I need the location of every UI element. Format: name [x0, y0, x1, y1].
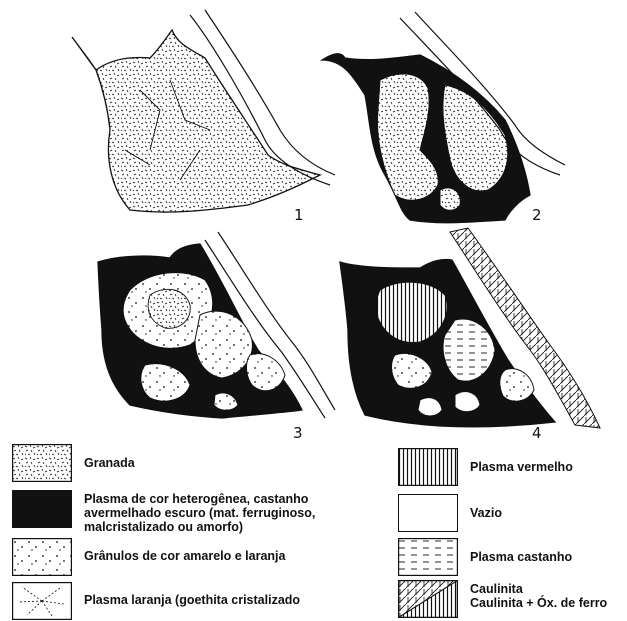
legend-label-vazio: Vazio	[470, 506, 502, 520]
legend-label-plasma-heterogeneo: Plasma de cor heterogênea, castanho aver…	[84, 492, 315, 534]
legend-label-granada: Granada	[84, 456, 135, 470]
plasma-heterogeneo-swatch	[12, 490, 72, 528]
legend-label-plasma-laranja: Plasma laranja (goethita cristalizado	[84, 593, 300, 607]
legend-label-plasma-castanho: Plasma castanho	[470, 550, 572, 564]
panel-number-1: 1	[294, 206, 304, 224]
legend-caulinita: Caulinita Caulinita + Óx. de ferro	[398, 580, 607, 618]
panel-4: 4	[340, 228, 600, 442]
plasma-laranja-swatch	[12, 582, 72, 620]
granada-swatch	[12, 444, 72, 482]
legend-label-caulinita-ox: Caulinita + Óx. de ferro	[470, 596, 607, 610]
panel-number-3: 3	[293, 424, 303, 442]
legend-label-plasma-vermelho: Plasma vermelho	[470, 460, 573, 474]
granulos-swatch	[12, 538, 72, 576]
legend-plasma-heterogeneo: Plasma de cor heterogênea, castanho aver…	[12, 490, 315, 534]
vazio-swatch	[398, 494, 458, 532]
legend-label-caulinita: Caulinita	[470, 582, 607, 596]
panel-1: 1	[72, 10, 335, 224]
panel-2: 2	[322, 12, 565, 224]
plasma-castanho-swatch	[398, 538, 458, 576]
legend-label-granulos: Grânulos de cor amarelo e laranja	[84, 549, 285, 563]
legend-granada: Granada	[12, 444, 135, 482]
legend-granulos: Grânulos de cor amarelo e laranja	[12, 538, 285, 576]
plasma-vermelho-swatch	[398, 448, 458, 486]
legend-plasma-laranja: Plasma laranja (goethita cristalizado	[12, 582, 300, 620]
legend-plasma-castanho: Plasma castanho	[398, 538, 572, 576]
legend-vazio: Vazio	[398, 494, 502, 532]
panel-number-4: 4	[532, 424, 542, 442]
legend-plasma-vermelho: Plasma vermelho	[398, 448, 573, 486]
caulinita-swatch	[398, 580, 458, 618]
panel-3: 3	[98, 232, 335, 442]
panel-number-2: 2	[532, 206, 542, 224]
